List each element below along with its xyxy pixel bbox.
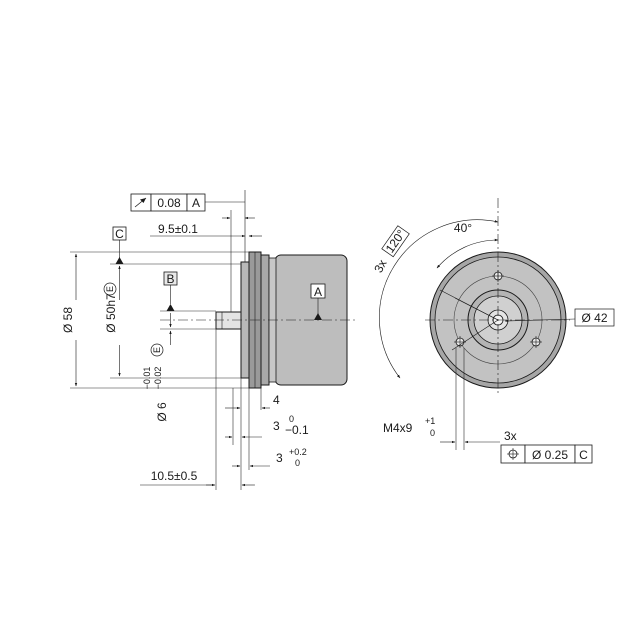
- dim-dia-6: Ø 6: [155, 402, 169, 422]
- dim-dia-6-lower: −0.02: [153, 367, 163, 390]
- thread-lower: 0: [430, 428, 435, 438]
- runout-datum: A: [192, 196, 200, 210]
- dim-4: 4: [273, 393, 280, 407]
- angle-40-arc: [436, 238, 499, 269]
- angle-40: 40°: [454, 221, 472, 235]
- runout-tolerance-frame: 0.08 A: [130, 190, 246, 262]
- thread-upper: +1: [425, 416, 435, 426]
- position-tolerance-frame: 3x Ø 0.25 C: [500, 429, 593, 464]
- thread-callout: M4x9: [383, 421, 413, 435]
- envelope-e-label-2: E: [152, 347, 162, 353]
- dim-3a-upper: 0: [289, 414, 294, 424]
- dim-3a: 3: [273, 419, 280, 433]
- position-crosshair-icon: [507, 448, 519, 460]
- datum-a-label: A: [314, 285, 322, 299]
- dim-flange-offset: 9.5±0.1: [158, 222, 198, 236]
- dim-dia-6-upper: −0.01: [142, 367, 152, 390]
- dim-3a-lower: −0.1: [285, 423, 309, 437]
- angle-120-arc: [379, 219, 499, 379]
- dim-3b: 3: [276, 451, 283, 465]
- dim-shaft-length: 10.5±0.5: [151, 469, 198, 483]
- side-view: A 0.08 A 9.5±0.1 C: [61, 190, 355, 490]
- datum-b-label: B: [166, 272, 174, 286]
- datum-c-label: C: [115, 227, 124, 241]
- thread-hole-right: [530, 336, 542, 348]
- front-view: 3x 120° 40° Ø 42 M4x9 +1 0 3x: [371, 198, 615, 464]
- envelope-e-icon-2: [150, 343, 164, 357]
- envelope-e-icon: [103, 282, 117, 296]
- angle-120-prefix: 3x: [371, 257, 389, 275]
- dim-dia-42: Ø 42: [581, 311, 607, 325]
- shaft: [215, 311, 242, 330]
- position-datum: C: [579, 448, 588, 462]
- envelope-e-label: E: [105, 286, 115, 292]
- runout-value: 0.08: [157, 196, 181, 210]
- dim-3b-upper: +0.2: [289, 447, 307, 457]
- runout-arrow-icon: [134, 197, 147, 208]
- position-prefix: 3x: [504, 429, 517, 443]
- dim-3b-lower: 0: [295, 458, 300, 468]
- dim-dia-58: Ø 58: [61, 307, 75, 333]
- position-value: Ø 0.25: [532, 448, 568, 462]
- dim-dia-50: Ø 50h7: [104, 293, 118, 333]
